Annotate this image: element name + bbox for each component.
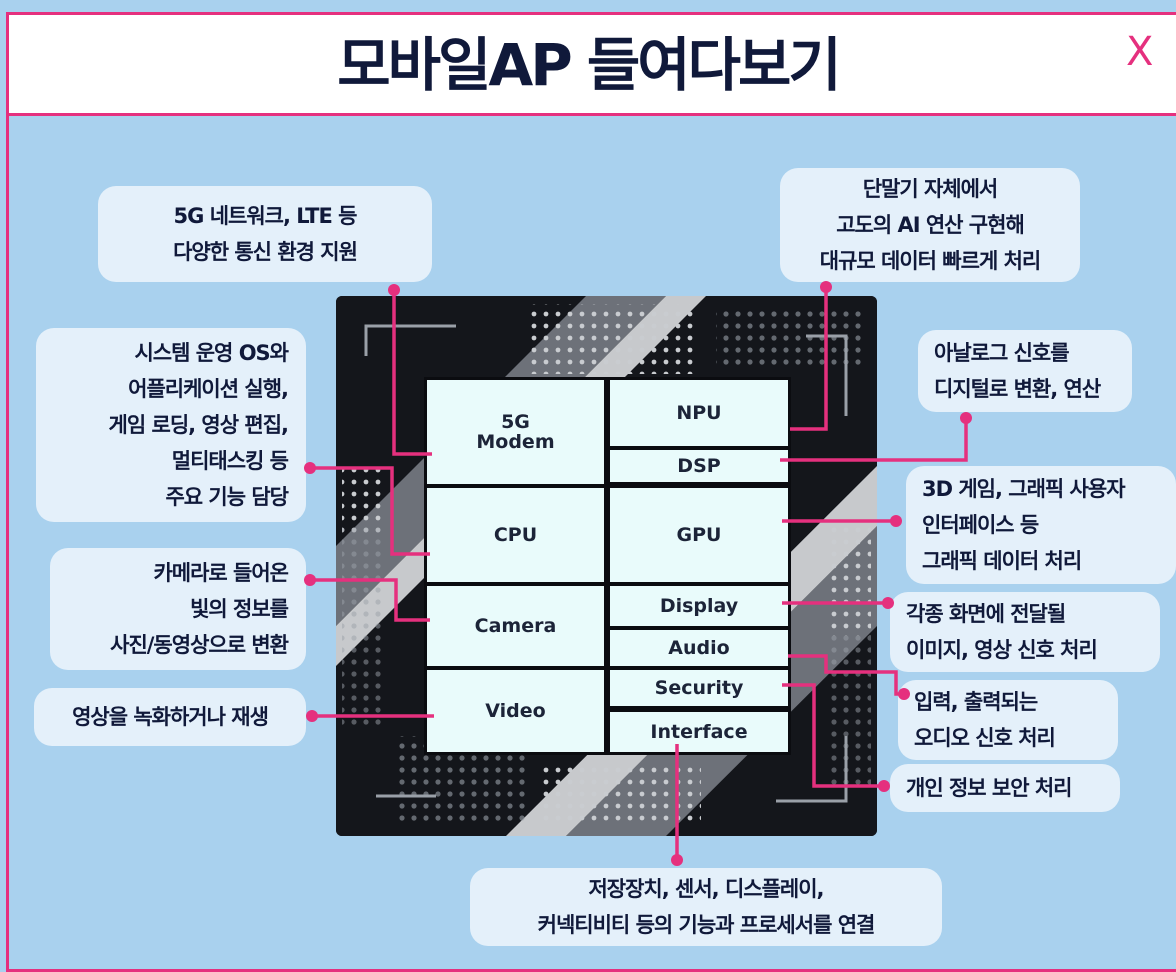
callout-security: 개인 정보 보안 처리 bbox=[890, 764, 1120, 812]
connector-lines bbox=[304, 281, 972, 866]
callout-audio: 입력, 출력되는 오디오 신호 처리 bbox=[898, 680, 1118, 760]
block-npu: NPU bbox=[607, 377, 791, 449]
block-audio: Audio bbox=[607, 627, 791, 669]
callout-camera: 카메라로 들어온 빛의 정보를 사진/동영상으로 변환 bbox=[50, 548, 306, 670]
close-icon[interactable]: X bbox=[1126, 29, 1154, 75]
block-5g-modem: 5G Modem bbox=[424, 377, 607, 487]
block-interface: Interface bbox=[607, 709, 791, 755]
block-gpu: GPU bbox=[607, 485, 791, 585]
callout-dsp: 아날로그 신호를 디지털로 변환, 연산 bbox=[918, 330, 1132, 412]
block-cpu: CPU bbox=[424, 485, 607, 585]
block-video: Video bbox=[424, 667, 607, 755]
callout-display: 각종 화면에 전달될 이미지, 영상 신호 처리 bbox=[890, 592, 1160, 672]
header-bar bbox=[6, 12, 1176, 116]
page-title: 모바일AP 들여다보기 bbox=[337, 31, 841, 99]
callout-gpu: 3D 게임, 그래픽 사용자 인터페이스 등 그래픽 데이터 처리 bbox=[906, 466, 1176, 584]
callout-npu: 단말기 자체에서 고도의 AI 연산 구현해 대규모 데이터 빠르게 처리 bbox=[780, 168, 1080, 282]
callout-interface: 저장장치, 센서, 디스플레이, 커넥티비티 등의 기능과 프로세서를 연결 bbox=[470, 868, 942, 946]
callout-cpu: 시스템 운영 OS와 어플리케이션 실행, 게임 로딩, 영상 편집, 멀티태스… bbox=[36, 328, 306, 522]
block-dsp: DSP bbox=[607, 447, 791, 485]
callout-video: 영상을 녹화하거나 재생 bbox=[34, 688, 306, 746]
callout-5g-modem: 5G 네트워크, LTE 등 다양한 통신 환경 지원 bbox=[98, 186, 432, 282]
block-security: Security bbox=[607, 667, 791, 709]
block-display: Display bbox=[607, 583, 791, 629]
